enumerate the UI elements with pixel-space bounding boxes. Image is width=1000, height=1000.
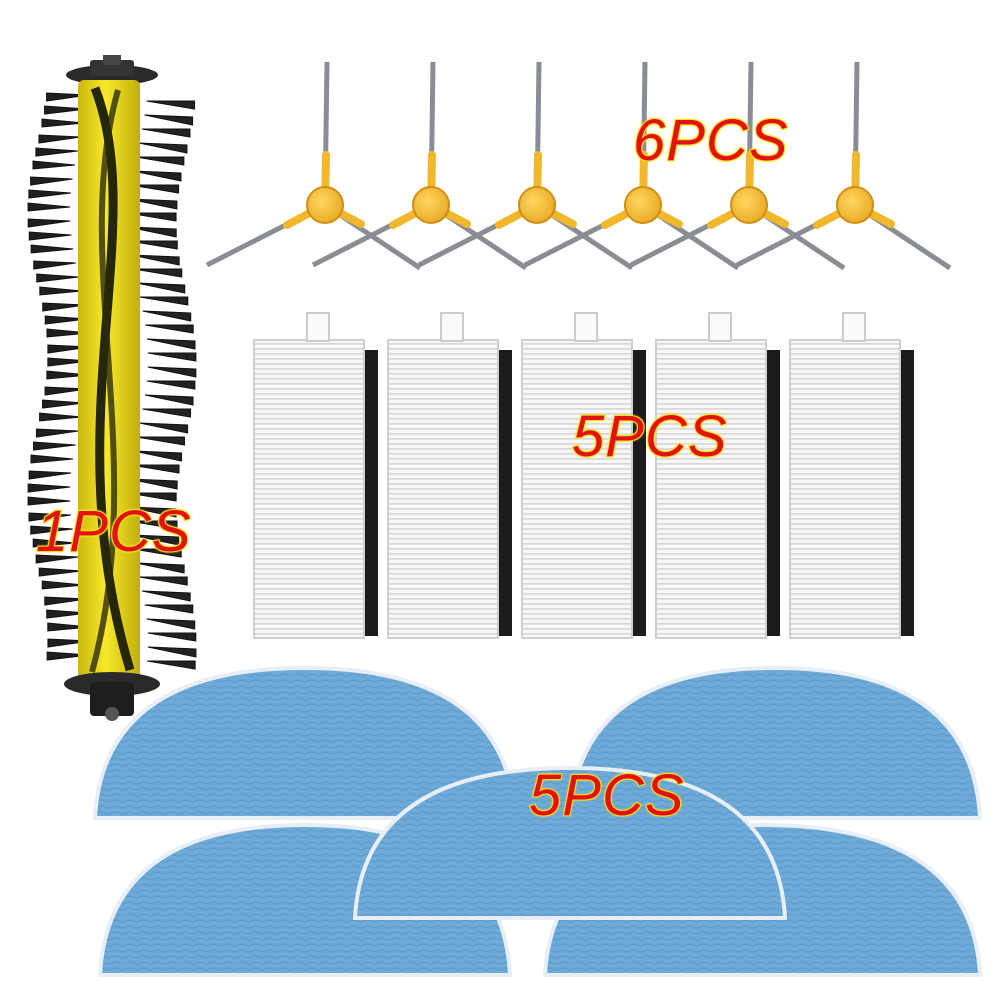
hepa-filter-set [253, 312, 914, 639]
hepa-filter [521, 312, 646, 639]
hepa-filter [789, 312, 914, 639]
side-brush [205, 61, 422, 271]
hepa-filter [387, 312, 512, 639]
hepa-filter [253, 312, 378, 639]
side-brush [735, 61, 952, 271]
filter-quantity-label: 5PCS [571, 404, 728, 469]
mop-pad [352, 765, 788, 920]
mop-quantity-label: 5PCS [528, 763, 685, 828]
hepa-filter [655, 312, 780, 639]
side-brush-set [205, 61, 952, 271]
side-brush-quantity-label: 6PCS [632, 108, 789, 173]
roller-quantity-label: 1PCS [35, 499, 192, 564]
mop-pad [92, 665, 518, 820]
roller-brush [27, 55, 197, 721]
side-brush [417, 61, 634, 271]
side-brush [311, 61, 528, 271]
mop-pad-set [92, 665, 983, 977]
